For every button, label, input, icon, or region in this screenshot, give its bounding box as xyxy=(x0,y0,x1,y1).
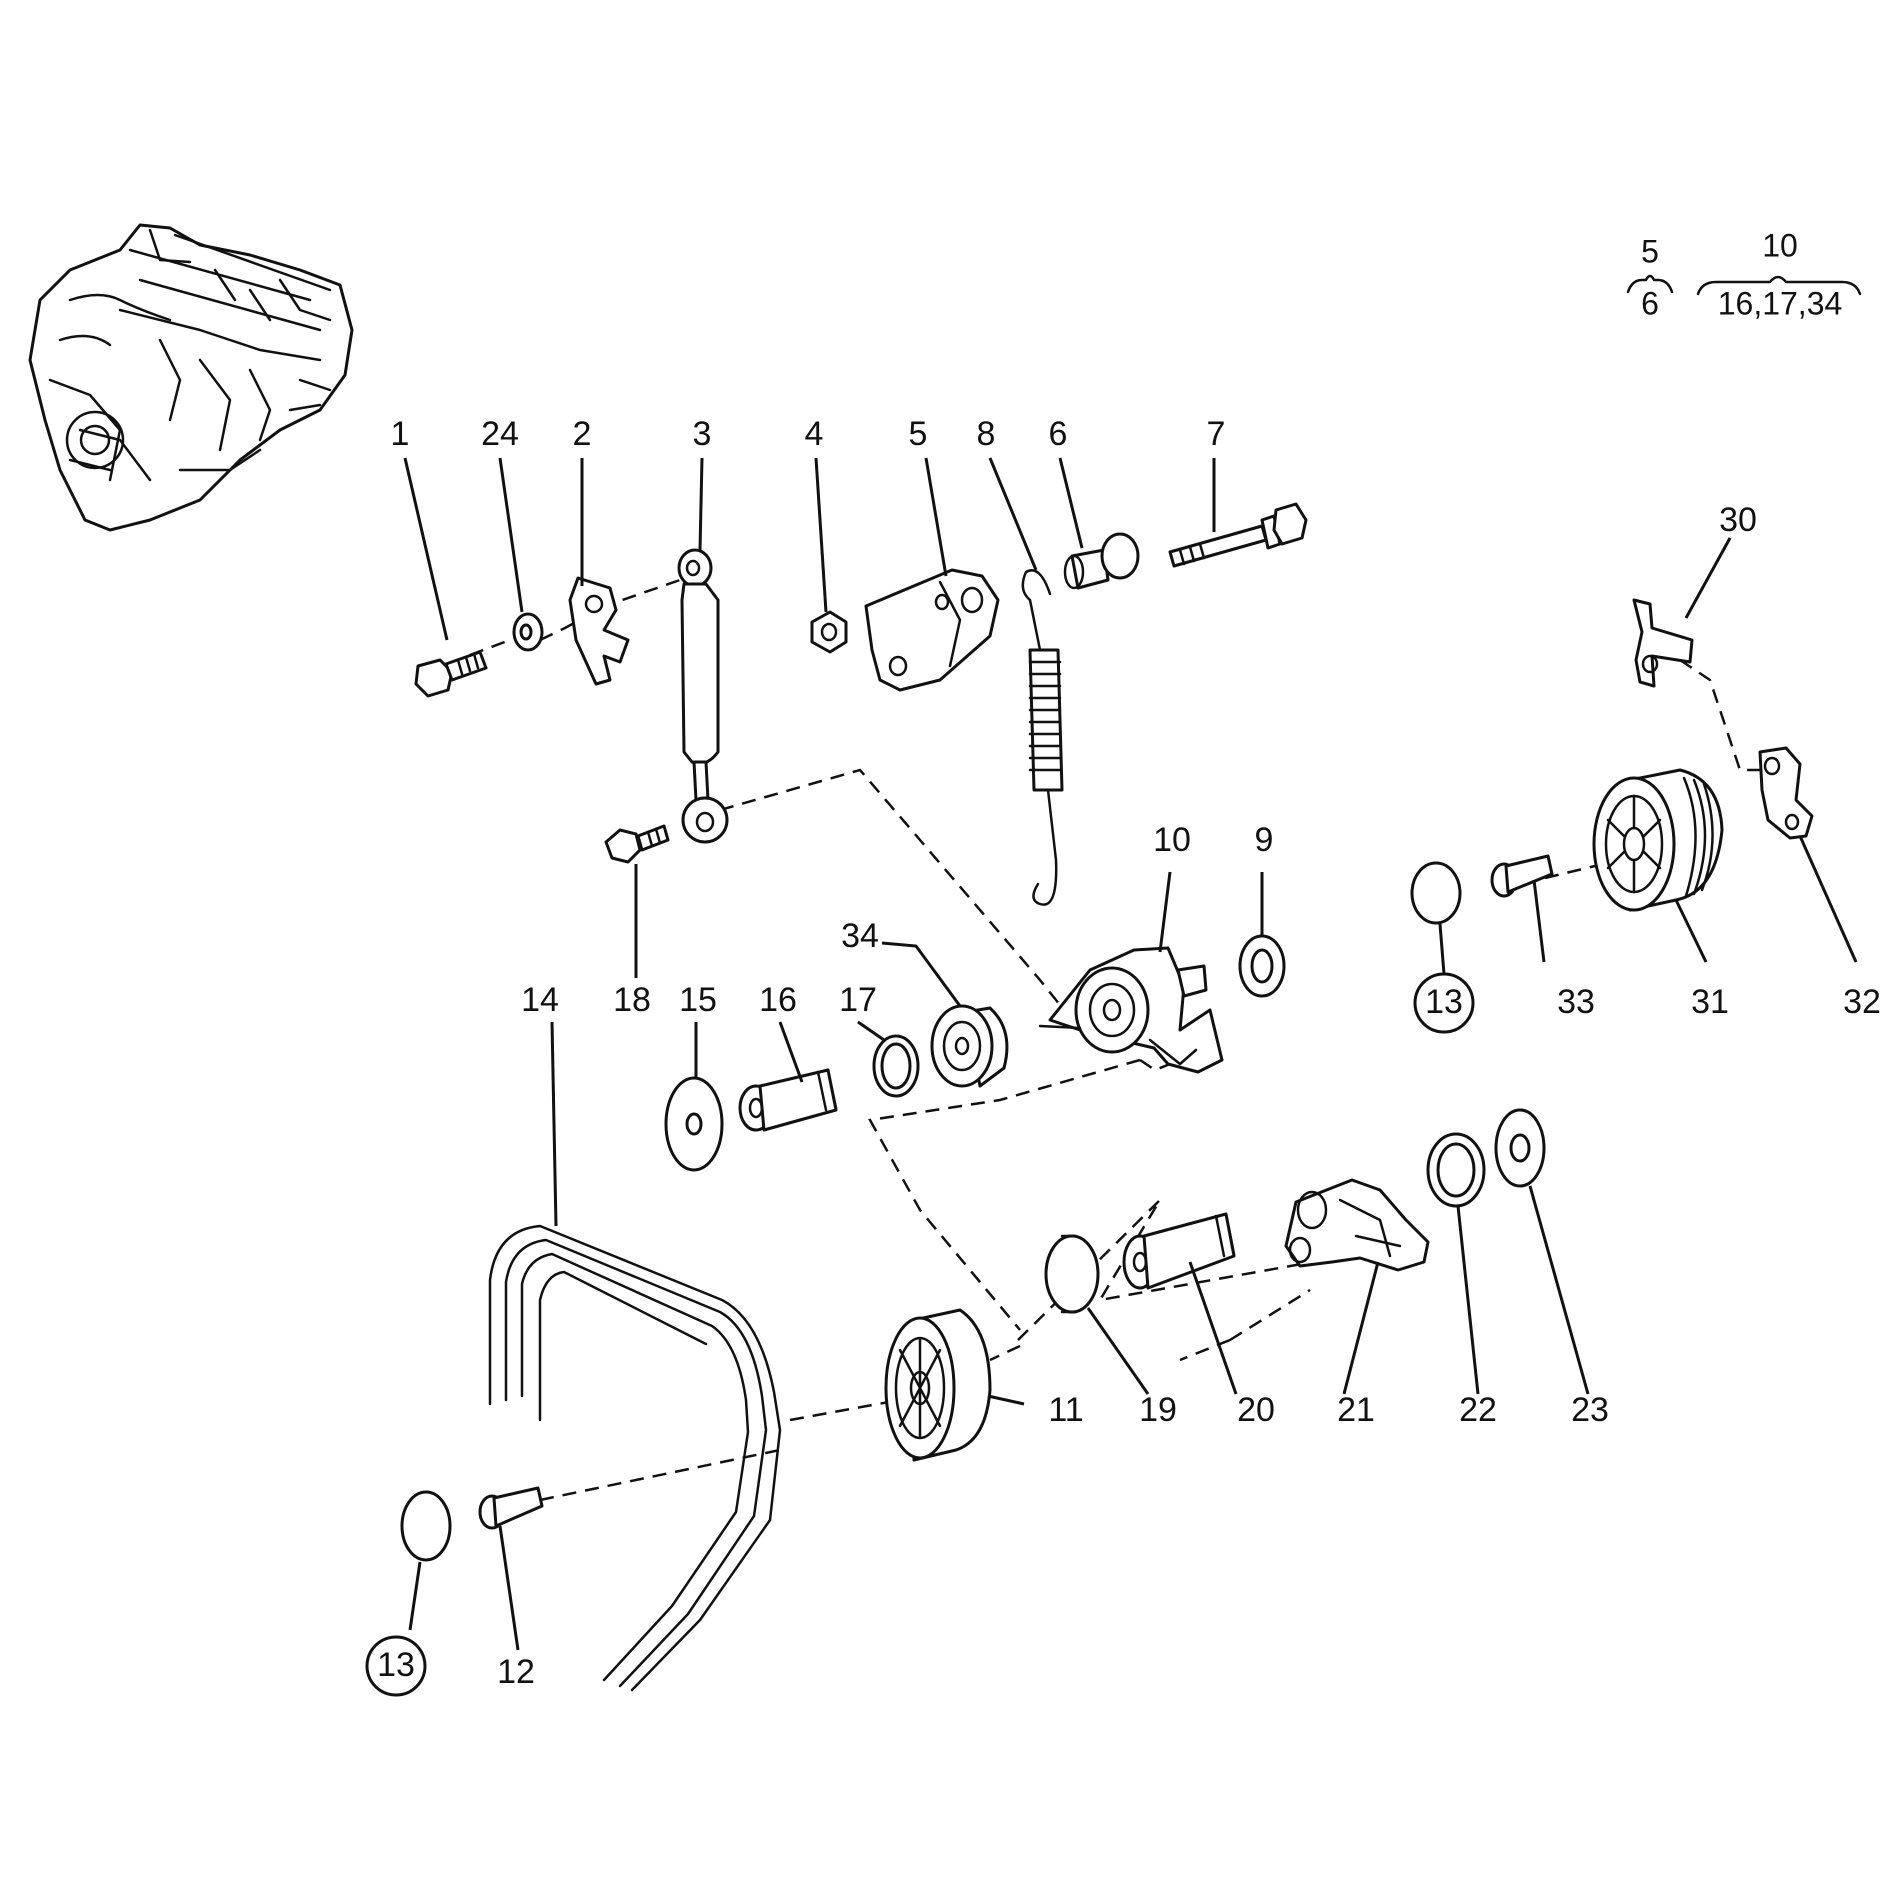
part-5-bracket xyxy=(864,568,1000,692)
callout-9: 9 xyxy=(1255,821,1274,859)
callout-4: 4 xyxy=(805,415,824,453)
callout-13-right: 13 xyxy=(1425,983,1463,1021)
callout-20: 20 xyxy=(1237,1391,1275,1429)
callout-16: 16 xyxy=(759,981,797,1019)
part-2-plate xyxy=(568,576,630,686)
callout-13-left: 13 xyxy=(377,1646,415,1684)
callout-33: 33 xyxy=(1557,983,1595,1021)
callout-8: 8 xyxy=(977,415,996,453)
callout-19: 19 xyxy=(1139,1391,1177,1429)
part-13-cap-left xyxy=(400,1490,452,1562)
callout-labels: 1 24 2 3 4 5 8 6 7 30 18 10 9 34 14 15 1… xyxy=(377,415,1881,1691)
part-10-tensioner xyxy=(1038,946,1224,1074)
legend-group1-parent: 5 xyxy=(1641,233,1659,269)
part-13-cap-right xyxy=(1410,861,1462,925)
callout-13-left-circle xyxy=(365,1635,427,1697)
callout-17: 17 xyxy=(839,981,877,1019)
callout-7: 7 xyxy=(1207,415,1226,453)
callout-31: 31 xyxy=(1691,983,1729,1021)
part-32-bracket xyxy=(1758,746,1814,840)
part-22-snap-ring xyxy=(1426,1132,1486,1208)
callout-11: 11 xyxy=(1048,1391,1083,1429)
part-30-bracket xyxy=(1632,598,1694,688)
legend-group2-brace xyxy=(1696,275,1862,296)
callout-34: 34 xyxy=(841,917,879,955)
callout-1: 1 xyxy=(391,415,410,453)
callout-30: 30 xyxy=(1719,501,1757,539)
part-24-washer xyxy=(512,612,544,652)
part-1-bolt xyxy=(414,650,488,698)
part-16-bolt xyxy=(738,1068,838,1132)
callout-5: 5 xyxy=(909,415,928,453)
callout-15: 15 xyxy=(679,981,717,1019)
part-14-belt xyxy=(488,1224,782,1692)
part-31-pulley xyxy=(1592,768,1724,912)
legend-group1-child: 6 xyxy=(1641,285,1659,321)
callout-22: 22 xyxy=(1459,1391,1497,1429)
part-12-bolt xyxy=(478,1486,544,1530)
callout-24: 24 xyxy=(481,415,519,453)
legend-group1-brace xyxy=(1626,274,1674,294)
part-15-washer xyxy=(664,1076,724,1172)
part-34-roller xyxy=(930,1004,1009,1088)
callout-12: 12 xyxy=(497,1653,535,1691)
part-19-cap xyxy=(1044,1234,1100,1314)
leader-lines xyxy=(403,457,1858,1651)
part-6-bushing xyxy=(1063,532,1140,590)
part-4-nut xyxy=(810,610,848,654)
callout-18: 18 xyxy=(613,981,651,1019)
legend-group2-parent: 10 xyxy=(1762,227,1798,263)
part-8-spring xyxy=(1021,569,1064,906)
part-11-pulley xyxy=(884,1308,992,1462)
part-18-bolt xyxy=(604,824,670,864)
part-9-washer xyxy=(1238,934,1286,998)
part-7-bolt xyxy=(1168,502,1308,568)
part-23-washer xyxy=(1494,1108,1546,1188)
callout-23: 23 xyxy=(1571,1391,1609,1429)
callout-13-right-circle xyxy=(1413,972,1475,1034)
part-33-bolt xyxy=(1490,854,1554,898)
legend-group2-children: 16,17,34 xyxy=(1718,285,1843,321)
part-3-damper xyxy=(677,548,729,844)
callout-32: 32 xyxy=(1843,983,1881,1021)
callout-2: 2 xyxy=(573,415,592,453)
callout-10: 10 xyxy=(1153,821,1191,859)
part-21-bracket xyxy=(1284,1178,1430,1272)
callout-3: 3 xyxy=(693,415,712,453)
part-17-snap-ring xyxy=(872,1034,920,1098)
engine-thumbnail xyxy=(28,223,354,532)
part-20-bolt xyxy=(1122,1212,1236,1290)
callout-21: 21 xyxy=(1337,1391,1375,1429)
assembly-legend: 5 6 10 16,17,34 xyxy=(1626,227,1862,321)
callout-6: 6 xyxy=(1049,415,1068,453)
callout-14: 14 xyxy=(521,981,559,1019)
